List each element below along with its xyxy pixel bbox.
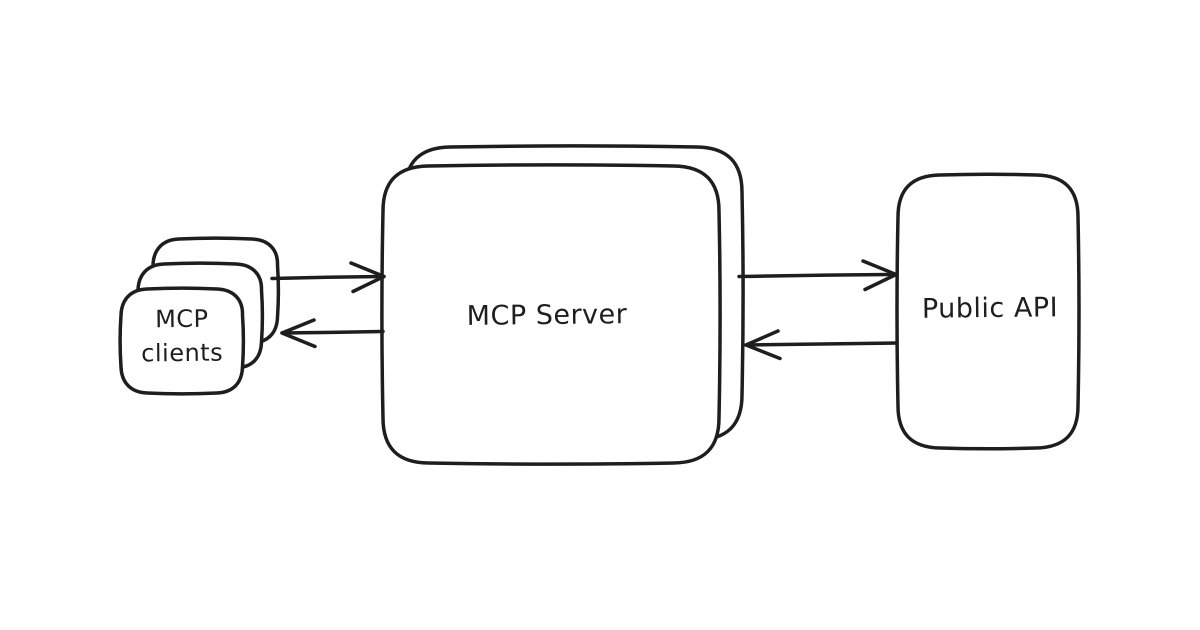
- mcp-clients-node: [118, 236, 281, 396]
- arrow-server-to-clients-line: [280, 329, 385, 335]
- arrow-clients-to-server-line: [270, 274, 386, 281]
- arrow-clients-to-server: [270, 261, 386, 294]
- public-api-label: Public API: [921, 292, 1059, 325]
- arrow-clients-to-server-head: [349, 261, 386, 294]
- arrow-server-to-api-head: [861, 259, 898, 292]
- public-api-node: [895, 172, 1081, 451]
- mcp-clients-card-front: [118, 286, 246, 396]
- arrow-api-to-server-head: [744, 329, 782, 361]
- public-api-card: [895, 172, 1081, 451]
- arrow-server-to-api-line: [737, 272, 898, 279]
- mcp-server-label: MCP Server: [466, 299, 628, 332]
- mcp-clients-label: MCP clients: [141, 304, 224, 368]
- mcp-server-node: [380, 144, 745, 466]
- arrow-api-to-server-line: [744, 341, 899, 347]
- arrow-server-to-api: [737, 259, 898, 292]
- mcp-server-card-front: [380, 163, 722, 466]
- arrow-server-to-clients-head: [280, 318, 317, 349]
- arrow-server-to-clients: [280, 318, 385, 349]
- arrow-api-to-server: [744, 329, 899, 361]
